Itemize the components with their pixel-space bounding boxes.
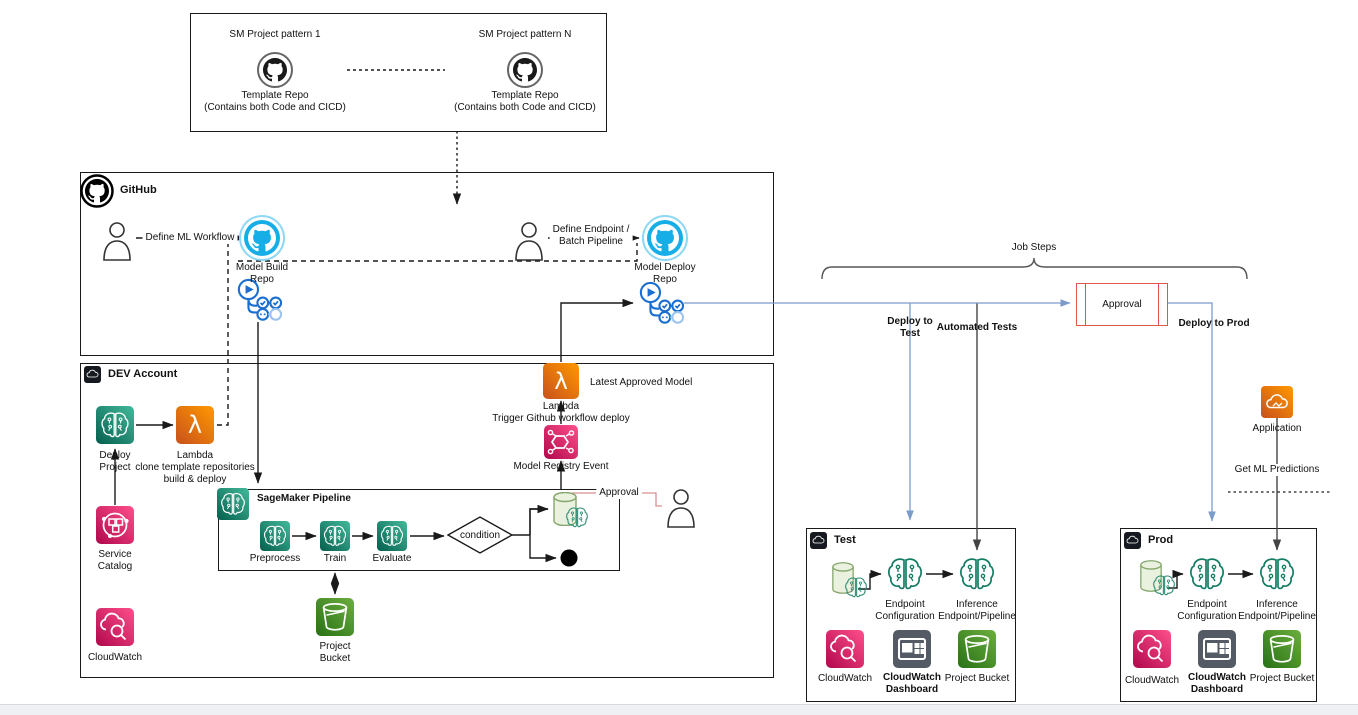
endpoint-config-icon — [885, 556, 925, 597]
dev-account-box — [80, 363, 774, 678]
application-label: Application — [1252, 423, 1302, 434]
endpoint-config-label: Endpoint Configuration — [875, 599, 935, 622]
workflow-icon — [636, 281, 684, 330]
endpoint-config-icon — [1187, 556, 1227, 597]
cloudwatch-icon — [826, 630, 864, 673]
step-preprocess-label: Preprocess — [249, 553, 301, 564]
job-steps-bracket — [821, 257, 1248, 280]
step-train-label: Train — [323, 553, 347, 564]
s3-bucket-icon — [316, 598, 354, 641]
application-icon — [1261, 386, 1293, 423]
job-steps-label: Job Steps — [1011, 242, 1057, 253]
sagemaker-icon — [217, 488, 249, 525]
cloudwatch-dashboard-label: CloudWatch Dashboard — [1188, 672, 1246, 695]
project-bucket-label: Project Bucket — [1249, 673, 1315, 684]
cloudwatch-dashboard-label: CloudWatch Dashboard — [883, 672, 941, 695]
pattern1-title: SM Project pattern 1 — [229, 29, 321, 40]
lambda-trigger-label: Lambda Trigger Github workflow deploy — [492, 401, 630, 424]
model-build-repo-icon — [238, 214, 286, 267]
approval-label: Approval — [1102, 298, 1142, 310]
prod-box-title: Prod — [1148, 534, 1174, 546]
github-box-title: GitHub — [120, 184, 157, 196]
aws-account-icon — [1124, 532, 1141, 554]
sagemaker-pipeline-box — [218, 489, 620, 571]
model-deploy-repo-icon — [641, 214, 689, 267]
test-account-box — [806, 528, 1016, 702]
end-state-icon — [560, 549, 578, 567]
pipeline-approval-label: Approval — [596, 487, 642, 499]
person-icon — [511, 221, 547, 266]
model-build-repo-label: Model Build Repo — [235, 262, 289, 285]
sagemaker-step-icon — [377, 521, 407, 556]
condition-label: condition — [459, 530, 501, 541]
deploy-to-test-label: Deploy to Test — [887, 316, 933, 339]
sagemaker-icon — [96, 406, 134, 449]
define-ml-workflow-label: Define ML Workflow — [142, 232, 238, 244]
cloudwatch-dashboard-icon — [1198, 630, 1236, 673]
project-bucket-label: Project Bucket — [319, 641, 351, 664]
eventbridge-icon — [544, 425, 578, 464]
github-icon — [506, 51, 544, 94]
model-brain-icon — [843, 576, 869, 604]
inference-endpoint-icon — [957, 556, 997, 597]
deploy-project-label: Deploy Project — [99, 450, 131, 473]
get-ml-predictions-label: Get ML Predictions — [1231, 464, 1323, 476]
bottom-bar — [0, 704, 1358, 715]
inference-endpoint-label: Inference Endpoint/Pipeline — [1238, 599, 1316, 622]
cloudwatch-icon — [1133, 630, 1171, 673]
person-icon — [663, 488, 699, 533]
condition-diamond — [446, 516, 514, 554]
sagemaker-step-icon — [320, 521, 350, 556]
aws-account-icon — [810, 532, 827, 554]
deploy-to-prod-label: Deploy to Prod — [1178, 318, 1250, 329]
cloudwatch-icon — [96, 608, 134, 651]
endpoint-config-label: Endpoint Configuration — [1177, 599, 1237, 622]
svg-text:λ: λ — [188, 411, 202, 439]
automated-tests-label: Automated Tests — [936, 322, 1018, 333]
inference-endpoint-label: Inference Endpoint/Pipeline — [938, 599, 1016, 622]
model-registry-event-label: Model Registry Event — [513, 461, 609, 472]
pipeline-title: SageMaker Pipeline — [257, 493, 351, 504]
s3-bucket-icon — [1263, 630, 1301, 673]
project-bucket-label: Project Bucket — [944, 673, 1010, 684]
person-icon — [99, 221, 135, 266]
svg-text:λ: λ — [554, 369, 568, 395]
sm-project-patterns-box — [190, 13, 607, 132]
dev-account-title: DEV Account — [108, 368, 178, 380]
template-repo-label: Template Repo (Contains both Code and CI… — [454, 90, 596, 113]
cloudwatch-dashboard-icon — [893, 630, 931, 673]
sagemaker-step-icon — [260, 521, 290, 556]
github-box — [80, 172, 774, 356]
lambda-trigger-icon: λ — [543, 363, 579, 404]
s3-bucket-icon — [958, 630, 996, 673]
github-icon — [256, 51, 294, 94]
service-catalog-icon — [96, 506, 134, 549]
model-deploy-repo-label: Model Deploy Repo — [634, 262, 696, 285]
model-brain-icon — [1151, 574, 1177, 602]
approval-activity-box: Approval — [1076, 283, 1168, 326]
github-logo-icon — [80, 174, 114, 213]
model-brain-icon — [564, 506, 590, 534]
patternN-title: SM Project pattern N — [478, 29, 572, 40]
step-evaluate-label: Evaluate — [372, 553, 412, 564]
define-endpoint-label: Define Endpoint / Batch Pipeline — [549, 224, 633, 248]
template-repo-label: Template Repo (Contains both Code and CI… — [204, 90, 346, 113]
inference-endpoint-icon — [1257, 556, 1297, 597]
cloudwatch-label: CloudWatch — [1124, 675, 1180, 686]
service-catalog-label: Service Catalog — [97, 549, 133, 572]
prod-account-box — [1120, 528, 1317, 702]
test-box-title: Test — [834, 534, 856, 546]
lambda-icon: λ — [176, 406, 214, 449]
cloudwatch-label: CloudWatch — [87, 652, 143, 663]
latest-approved-model-label: Latest Approved Model — [590, 377, 693, 388]
aws-account-icon — [84, 366, 101, 388]
cloudwatch-label: CloudWatch — [817, 673, 873, 684]
lambda-clone-label: Lambda clone template repositories build… — [135, 450, 255, 485]
